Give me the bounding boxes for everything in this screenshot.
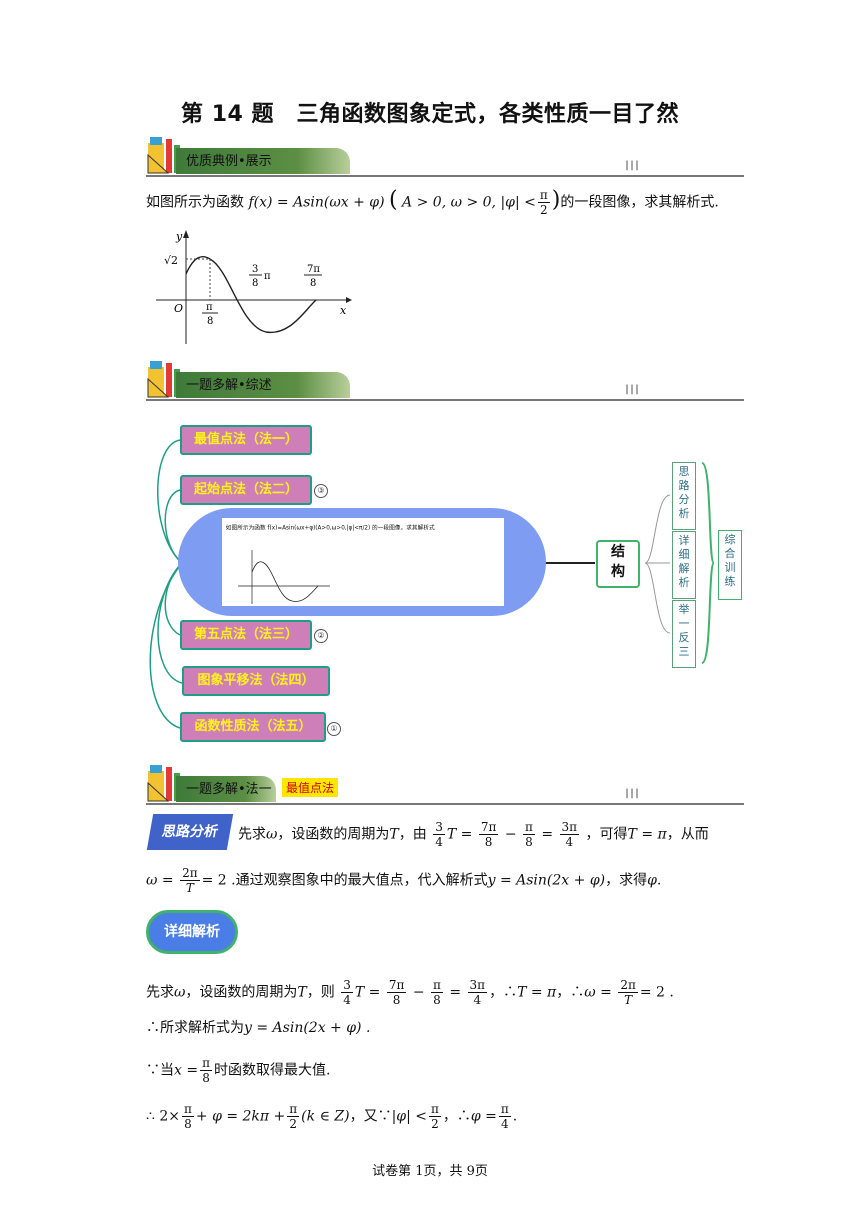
section-green-tab — [176, 148, 350, 174]
tick-pi-8-den: 8 — [207, 316, 213, 327]
sine-graph: y x O √2 π 8 3 8 π 7π 8 — [156, 230, 352, 344]
section-marks: ||| — [624, 788, 640, 799]
structure-node[interactable]: 结构 — [596, 540, 640, 588]
problem-statement: 如图所示为函数 f(x) = Asin(ωx + φ) ( A > 0, ω >… — [146, 187, 719, 217]
detail-label: 详细解析 — [146, 910, 238, 954]
y-axis-label: y — [175, 230, 183, 243]
badge-3: ③ — [314, 484, 328, 498]
divider — [146, 803, 744, 805]
mini-graph — [238, 550, 330, 604]
x-axis-label: x — [340, 304, 347, 317]
method-tag: 最值点法 — [282, 778, 339, 797]
center-card[interactable]: 如图所示为函数 f(x)=Asin(ωx+φ)(A>0,ω>0,|φ|<π/2)… — [222, 518, 504, 606]
tick-pi-8-num: π — [206, 302, 213, 313]
branch-extend[interactable]: 举一反三 — [672, 600, 696, 668]
section-marks: ||| — [624, 384, 640, 395]
divider — [146, 399, 744, 401]
branch-detail[interactable]: 详细解析 — [672, 531, 696, 599]
section-header-overview: 一题多解•综述 ||| — [146, 357, 744, 401]
section-green-tab — [176, 372, 350, 398]
method-4-box[interactable]: 图象平移法（法四） — [182, 666, 330, 696]
method-1-box[interactable]: 最值点法（法一） — [180, 425, 312, 455]
center-problem-text: 如图所示为函数 f(x)=Asin(ωx+φ)(A>0,ω>0,|φ|<π/2)… — [225, 524, 435, 532]
method-3-box[interactable]: 第五点法（法三） — [180, 620, 312, 650]
badge-2: ② — [314, 629, 328, 643]
page-footer: 试卷第 1页，共 9页 — [372, 1164, 488, 1179]
tick-3-8-pi: π — [264, 271, 271, 282]
section-header-method1: 一题多解•法一 最值点法 ||| — [146, 761, 744, 805]
section-marks: ||| — [624, 160, 640, 171]
page-title: 第 14 题 三角函数图象定式，各类性质一目了然 — [181, 102, 679, 127]
problem-suffix: 的一段图像，求其解析式. — [560, 194, 719, 211]
section-label: 一题多解•综述 — [186, 378, 272, 393]
analysis-label: 思路分析 — [146, 814, 234, 850]
tick-3-8-den: 8 — [252, 278, 258, 289]
section-header-example: 优质典例•展示 ||| — [146, 133, 744, 177]
badge-1: ① — [327, 722, 341, 736]
branch-training[interactable]: 综合训练 — [718, 530, 742, 600]
problem-prefix: 如图所示为函数 — [146, 194, 244, 211]
origin-label: O — [174, 302, 183, 315]
tick-7pi-8-den: 8 — [310, 278, 316, 289]
tick-7pi-8-num: 7π — [307, 264, 320, 275]
section-green-tab — [176, 776, 276, 802]
problem-function: f(x) = Asin(ωx + φ) — [248, 194, 385, 211]
method-2-box[interactable]: 起始点法（法二） — [180, 475, 312, 505]
detail-line-2: ∴所求解析式为y = Asin(2x + φ) . — [146, 1020, 371, 1036]
problem-condition: A > 0, ω > 0, |φ| < — [402, 194, 536, 211]
amplitude-label: √2 — [164, 254, 178, 267]
tick-3-8-num: 3 — [252, 264, 258, 275]
mindmap-connectors — [149, 439, 715, 729]
branch-thinking[interactable]: 思路分析 — [672, 462, 696, 530]
divider — [146, 175, 744, 177]
section-label: 优质典例•展示 — [186, 154, 272, 169]
section-label: 一题多解•法一 — [186, 782, 272, 797]
method-5-box[interactable]: 函数性质法（法五） — [180, 712, 326, 742]
